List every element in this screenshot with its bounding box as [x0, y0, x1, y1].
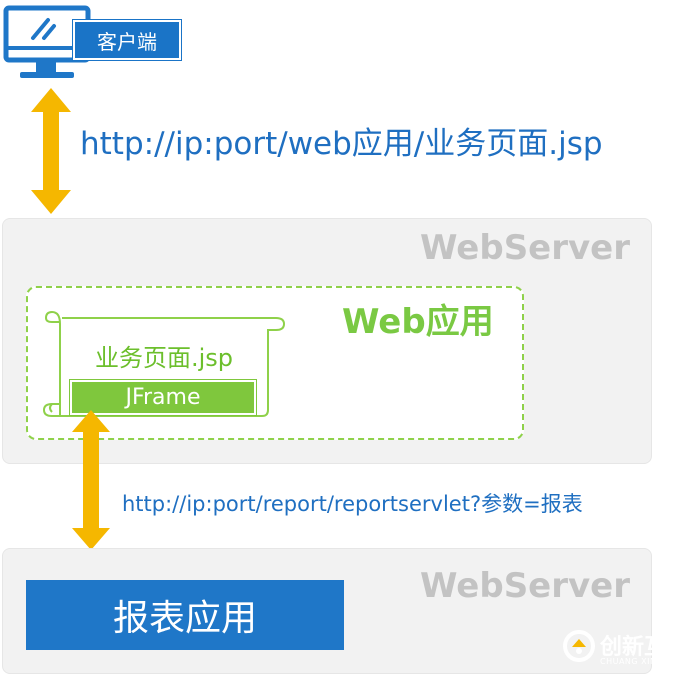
- logo-icon: [563, 630, 595, 662]
- jframe-label: JFrame: [70, 380, 256, 415]
- watermark-subtext: CHUANG XIN HU LIAN: [600, 657, 696, 666]
- watermark-text: 创新互联: [600, 635, 689, 660]
- watermark-logo: 创新互联 CHUANG XIN HU LIAN: [560, 625, 696, 671]
- client-label: 客户端: [73, 20, 181, 60]
- url-web-to-report: http://ip:port/report/reportservlet?参数=报…: [122, 492, 583, 516]
- report-app-box: 报表应用: [26, 580, 344, 650]
- report-server-title: WebServer: [420, 566, 630, 606]
- web-server-title: WebServer: [420, 228, 630, 268]
- client: 客户端: [0, 0, 200, 90]
- url-client-to-web: http://ip:port/web应用/业务页面.jsp: [80, 126, 603, 162]
- double-arrow-middle: [72, 410, 110, 550]
- page-name: 业务页面.jsp: [95, 344, 234, 372]
- double-arrow-top: [31, 88, 71, 214]
- web-app-title: Web应用: [342, 302, 494, 342]
